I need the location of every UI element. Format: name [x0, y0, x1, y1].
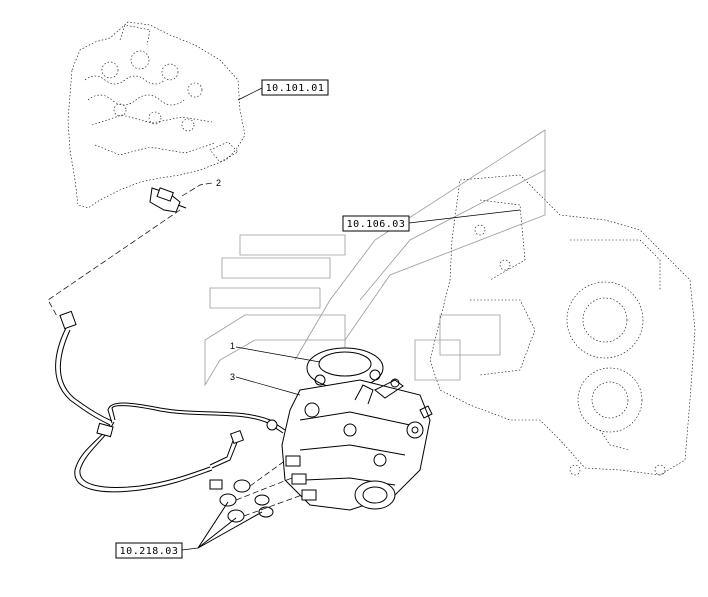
callout-pump-lower: 3 — [230, 372, 235, 382]
wiring-harness — [55, 310, 286, 493]
ref-pump-fittings[interactable]: 10.218.03 — [115, 542, 199, 559]
ref-engine-block-text: 10.101.01 — [266, 83, 325, 94]
ref-gear-housing-text: 10.106.03 — [347, 219, 406, 230]
sensor-part: 2 — [149, 178, 221, 213]
engine-block-phantom — [67, 21, 246, 209]
ref-gear-housing[interactable]: 10.106.03 — [342, 209, 521, 232]
callout-sensor: 2 — [216, 178, 221, 188]
gear-housing-phantom — [429, 174, 696, 476]
pump-callouts: 1 3 — [230, 341, 321, 396]
ghost-outline-group — [204, 129, 546, 390]
ref-engine-block[interactable]: 10.101.01 — [237, 79, 329, 101]
pump-fittings — [197, 459, 303, 549]
ref-pump-fittings-text: 10.218.03 — [120, 546, 179, 557]
injection-pump — [281, 347, 433, 511]
callout-pump-upper: 1 — [230, 341, 235, 351]
sensor-leader-line — [47, 209, 181, 319]
